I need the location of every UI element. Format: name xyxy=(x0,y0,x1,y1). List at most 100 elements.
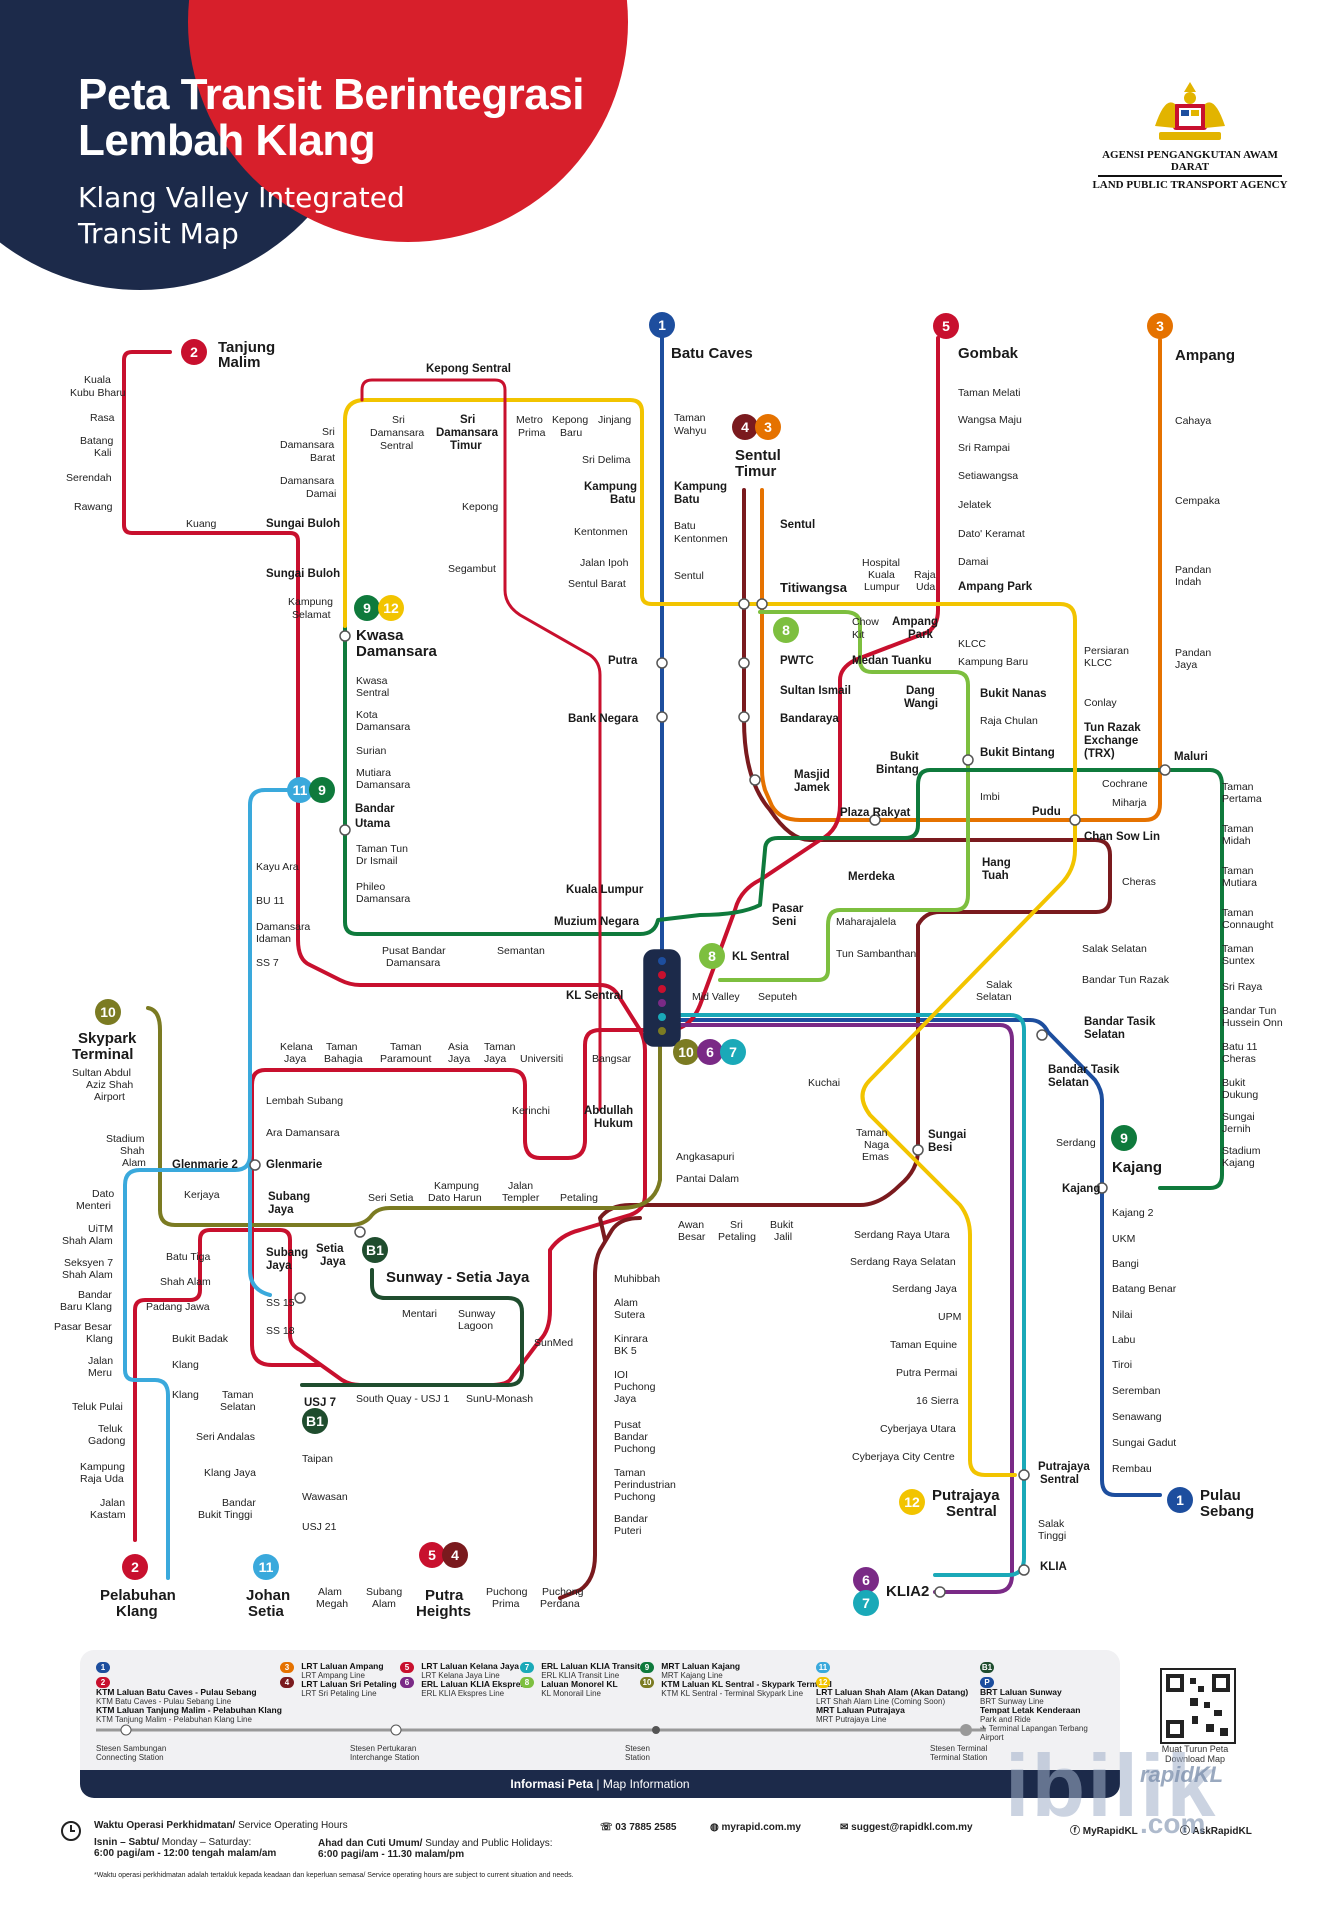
station-label: Kajang 2 xyxy=(1112,1207,1154,1219)
station-label: Pudu xyxy=(1032,806,1061,818)
term-pulau-sebang-1: Pulau xyxy=(1200,1487,1241,1504)
station-label: Bukit xyxy=(890,751,919,763)
phone-icon: ☏ xyxy=(600,1822,613,1833)
station-label: Sentral xyxy=(380,440,413,452)
station-label: Sri Delima xyxy=(582,454,631,466)
globe-icon: ◍ xyxy=(710,1822,719,1833)
station-label: Pusat Bandar xyxy=(382,945,446,957)
svg-text:9: 9 xyxy=(318,782,326,798)
clock-icon xyxy=(61,1821,81,1841)
station-label: Bukit Nanas xyxy=(980,688,1046,700)
station-label: Sutera xyxy=(614,1309,645,1321)
station-label: Putrajaya xyxy=(1038,1461,1090,1473)
svg-text:6: 6 xyxy=(706,1044,714,1060)
station-label: Cempaka xyxy=(1175,495,1220,507)
agency-name-en: Land Public Transport Agency xyxy=(1092,179,1288,191)
svg-text:7: 7 xyxy=(862,1595,870,1611)
station-label: Taman xyxy=(1222,823,1254,835)
station-label: Bangi xyxy=(1112,1258,1139,1270)
line-8-monorail xyxy=(718,610,970,982)
svg-text:B1: B1 xyxy=(306,1413,324,1429)
web-contact[interactable]: ◍ myrapid.com.my xyxy=(710,1822,801,1833)
svg-text:3: 3 xyxy=(1156,318,1164,334)
station-label: Alam xyxy=(122,1157,146,1169)
station-label: Lumpur xyxy=(864,581,900,593)
station-label: Tun Razak xyxy=(1084,722,1141,734)
phone-contact[interactable]: ☏ 03 7885 2585 xyxy=(600,1822,677,1833)
banner-graphic xyxy=(0,0,628,290)
station-label: Seri Setia xyxy=(368,1192,414,1204)
station-label: UKM xyxy=(1112,1233,1135,1245)
station-label: Taipan xyxy=(302,1453,333,1465)
line-6-klia-ekspres xyxy=(663,1023,1014,1594)
station-label: Subang xyxy=(266,1247,308,1259)
station-label: Batu xyxy=(674,520,696,532)
station-label: SS 18 xyxy=(266,1325,295,1337)
station-label: Dang xyxy=(906,685,935,697)
station-label: Batang xyxy=(80,435,113,447)
station-label: Shah xyxy=(120,1145,145,1157)
station-label: Tun Sambanthan xyxy=(836,948,916,960)
station-label: Jaya xyxy=(268,1204,294,1216)
station-label: Kubu Bharu xyxy=(70,387,126,399)
term-putrajaya-2: Sentral xyxy=(946,1503,997,1520)
station-label: Naga xyxy=(864,1139,889,1151)
station-label: Lagoon xyxy=(458,1320,493,1332)
station-label: USJ 21 xyxy=(302,1521,337,1533)
station-label: Midah xyxy=(1222,835,1251,847)
station-label: Bandar Tasik xyxy=(1084,1016,1156,1028)
station-label: Raja Uda xyxy=(80,1473,124,1485)
agency-name-ms: Agensi Pengangkutan Awam Darat xyxy=(1102,149,1278,173)
station-label: IOI xyxy=(614,1369,628,1381)
station-label: Damansara xyxy=(356,893,410,905)
station-label: Damansara xyxy=(370,427,424,439)
qr-code[interactable] xyxy=(1160,1668,1236,1744)
term-klia2: KLIA2 xyxy=(886,1583,929,1600)
station-label: Pertama xyxy=(1222,793,1262,805)
station-label: Segambut xyxy=(448,563,496,575)
station-label: Taman Tun xyxy=(356,843,408,855)
station-label: Klang xyxy=(172,1359,199,1371)
term-putrajaya-1: Putrajaya xyxy=(932,1487,1000,1504)
station-label: Subang xyxy=(268,1191,310,1203)
station-label: Taman xyxy=(484,1041,516,1053)
bandar-utama-2: Utama xyxy=(355,818,391,830)
station-label: Kit xyxy=(852,629,864,641)
station-label: Jalan xyxy=(508,1180,533,1192)
station-label: Rawang xyxy=(74,501,113,513)
station-label: Bangsar xyxy=(592,1053,632,1065)
station-label: Kwasa xyxy=(356,675,388,687)
twitter-contact[interactable]: ⓣ AskRapidKL xyxy=(1180,1826,1252,1837)
station-label: Sungai Buloh xyxy=(266,518,340,530)
term-sunway-setia-jaya: Sunway - Setia Jaya xyxy=(386,1269,530,1286)
station-label: UPM xyxy=(938,1311,961,1323)
social-contact[interactable]: ⓕ MyRapidKL xyxy=(1070,1826,1138,1837)
station-label: Salak xyxy=(1038,1518,1065,1530)
station-label: Rasa xyxy=(90,412,115,424)
line-kepong-loop xyxy=(360,378,602,1112)
station-label: Bandar xyxy=(78,1289,112,1301)
station-label: Serendah xyxy=(66,472,112,484)
email-contact[interactable]: ✉ suggest@rapidkl.com.my xyxy=(840,1822,973,1833)
info-bar: Informasi Peta | Map Information xyxy=(80,1770,1120,1798)
station-label: Kampung Baru xyxy=(958,656,1028,668)
station-label: Stadium xyxy=(106,1133,145,1145)
station-label: Setiawangsa xyxy=(958,470,1018,482)
station-label: Serdang Raya Selatan xyxy=(850,1256,956,1268)
station-label: Jaya xyxy=(284,1053,306,1065)
station-label: Sri xyxy=(392,414,405,426)
svg-text:1: 1 xyxy=(658,317,666,333)
svg-text:12: 12 xyxy=(383,600,399,616)
station-label: Taman Melati xyxy=(958,387,1020,399)
station-label: Sri xyxy=(460,414,475,426)
station-label: Bandar Tun Razak xyxy=(1082,974,1170,986)
station-label: Taman xyxy=(614,1467,646,1479)
station-label: Subang xyxy=(366,1586,402,1598)
station-label: Kentonmen xyxy=(674,533,728,545)
station-label: Damansara xyxy=(280,439,334,451)
station-label: Metro xyxy=(516,414,543,426)
term-sentul-timur-2: Timur xyxy=(735,463,777,480)
